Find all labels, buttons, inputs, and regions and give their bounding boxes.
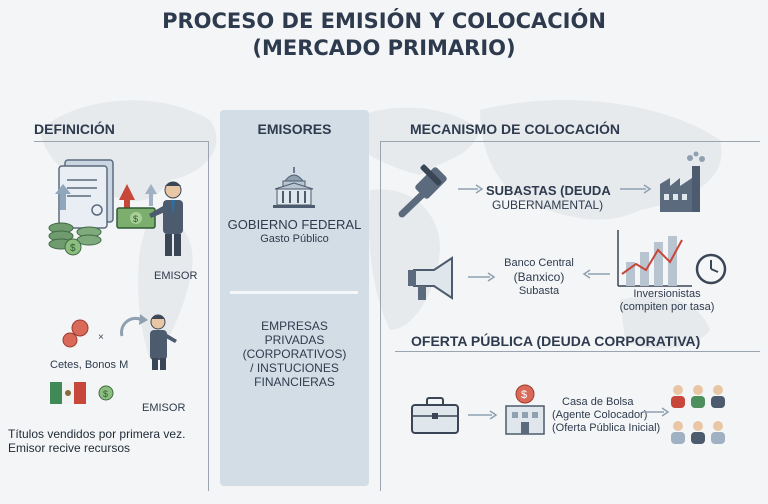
svg-text:$: $ — [133, 214, 138, 224]
definicion-note-line-2: Emisor recive recursos — [8, 441, 131, 455]
arrow-to-subastas-icon — [458, 184, 484, 194]
factory-icon — [660, 151, 705, 212]
up-arrow-icon — [55, 184, 71, 210]
mexico-flag-icon — [50, 382, 86, 404]
arrow-to-banco-icon — [468, 272, 496, 282]
document-icon — [58, 159, 114, 229]
oferta-publica-heading: OFERTA PÚBLICA (DEUDA CORPORATIVA) — [411, 333, 701, 349]
casa-line-2: (Agente Colocador) — [552, 409, 648, 421]
banco-central-block: Banco Central (Banxico) Subasta — [494, 257, 584, 298]
empresas-line-4: / INSTUCIONES — [250, 361, 339, 375]
definicion-heading: DEFINICIÓN — [34, 121, 115, 137]
inversionistas-line-1: Inversionistas — [633, 288, 701, 300]
oferta-divider — [395, 351, 760, 352]
mecanismo-divider — [380, 141, 760, 142]
gobierno-block: GOBIERNO FEDERAL Gasto Público — [220, 218, 369, 246]
clock-icon — [695, 253, 727, 285]
issuer-documents-illustration: $ $ — [48, 159, 183, 256]
banco-line-2: (Banxico) — [513, 270, 565, 284]
svg-text:$: $ — [103, 389, 108, 399]
emisores-separator — [230, 291, 358, 294]
grey-up-arrow-icon — [145, 184, 157, 206]
cetes-label: Cetes, Bonos M — [50, 359, 129, 371]
gavel-icon — [398, 164, 447, 218]
red-coin-icon — [62, 319, 89, 348]
svg-text:$: $ — [70, 243, 76, 254]
emisor-label-1: EMISOR — [154, 270, 198, 282]
svg-text:$: $ — [521, 389, 527, 401]
arrow-to-casa-icon — [468, 410, 498, 420]
emisor-label-2: EMISOR — [142, 402, 186, 414]
empresas-line-3: (CORPORATIVOS) — [242, 347, 347, 361]
definicion-note-line-1: Títulos vendidos por primera vez. — [8, 427, 186, 441]
mecanismo-heading: MECANISMO DE COLOCACIÓN — [410, 121, 620, 137]
page-title: PROCESO DE EMISIÓN Y COLOCACIÓN (MERCADO… — [0, 8, 768, 62]
government-building-icon — [273, 167, 315, 208]
title-line-1: PROCESO DE EMISIÓN Y COLOCACIÓN — [162, 9, 606, 33]
right-vertical-divider — [380, 141, 381, 491]
subastas-title: SUBASTAS (DEUDA — [486, 183, 611, 198]
definicion-note: Títulos vendidos por primera vez. Emisor… — [8, 427, 185, 455]
left-vertical-divider — [208, 141, 209, 491]
arrow-from-inversionistas-icon — [582, 269, 610, 279]
banco-line-1: Banco Central — [504, 257, 574, 269]
banknote-icon: $ — [116, 207, 156, 229]
bank-building-icon: $ — [505, 384, 545, 435]
multiply-icon: × — [98, 332, 104, 343]
businessman-2-icon — [150, 314, 177, 370]
definicion-divider — [34, 141, 208, 142]
businessman-icon — [149, 181, 183, 256]
arrow-to-factory-icon — [620, 184, 652, 194]
casa-line-3: (Oferta Pública Inicial) — [552, 422, 661, 434]
empresas-line-5: FINANCIERAS — [254, 375, 335, 389]
megaphone-icon — [408, 256, 453, 300]
title-line-2: (MERCADO PRIMARIO) — [252, 36, 516, 60]
arrow-to-investors-icon — [642, 407, 670, 417]
gobierno-title: GOBIERNO FEDERAL — [227, 217, 362, 232]
empresas-line-2: PRIVADAS — [264, 333, 325, 347]
inversionistas-line-2: (compiten por tasa) — [619, 301, 715, 313]
gobierno-subtitle: Gasto Público — [260, 233, 329, 245]
inversionistas-block: Inversionistas (compiten por tasa) — [612, 288, 722, 314]
subastas-subtitle: GUBERNAMENTAL) — [492, 198, 604, 212]
cetes-exchange-illustration: × — [62, 314, 177, 370]
briefcase-icon — [411, 397, 459, 434]
exchange-arrow-icon — [120, 316, 143, 337]
green-coin-icon: $ — [98, 385, 114, 401]
red-up-arrow-icon — [119, 184, 135, 218]
casa-line-1: Casa de Bolsa — [562, 396, 634, 408]
mexico-flag-illustration: $ — [50, 382, 114, 404]
empresas-block: EMPRESAS PRIVADAS (CORPORATIVOS) / INSTU… — [220, 319, 369, 389]
empresas-line-1: EMPRESAS — [261, 319, 328, 333]
emisores-heading: EMISORES — [257, 121, 332, 137]
rising-chart-icon — [617, 230, 692, 287]
casa-de-bolsa-block: Casa de Bolsa (Agente Colocador) (Oferta… — [552, 396, 660, 435]
banco-line-3: Subasta — [518, 285, 560, 297]
coin-stack-icon: $ — [48, 222, 102, 256]
investors-group-icon — [671, 385, 725, 444]
